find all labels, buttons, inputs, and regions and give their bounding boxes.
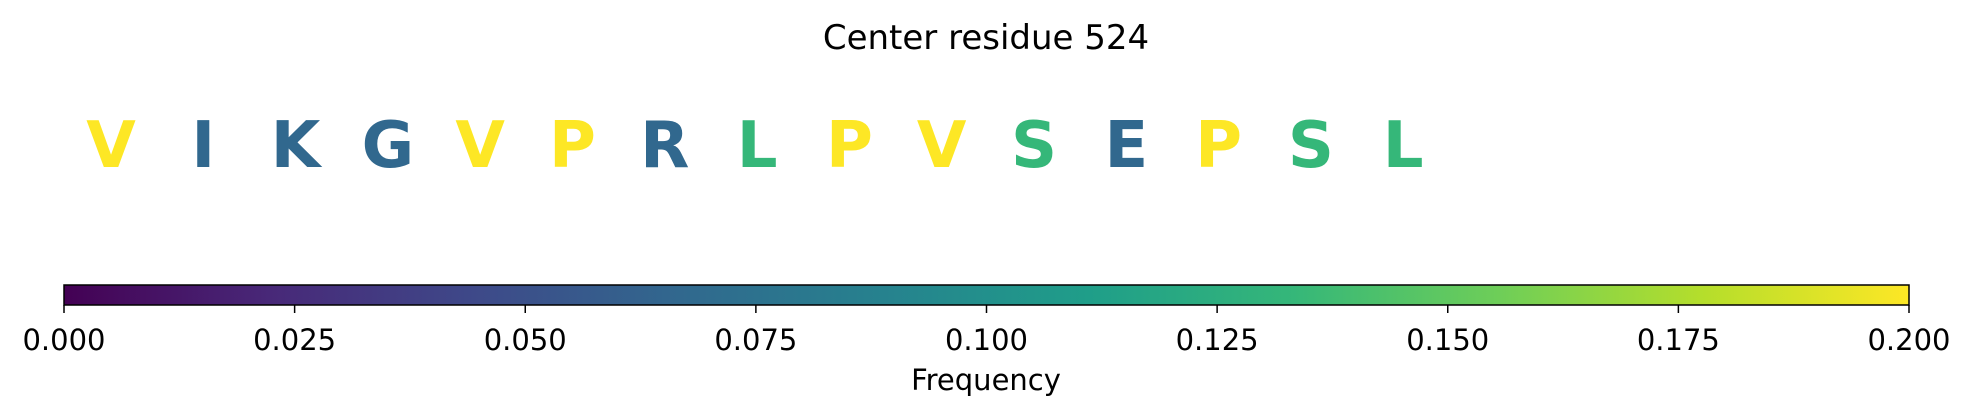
colorbar-tick-label: 0.125	[1176, 323, 1259, 357]
colorbar-tick-label: 0.200	[1867, 323, 1950, 357]
colorbar-tick-label: 0.150	[1406, 323, 1489, 357]
colorbar-label: Frequency	[911, 363, 1061, 397]
residue-p-13: P	[1195, 109, 1242, 183]
residue-p-9: P	[826, 109, 873, 183]
colorbar-tick-label: 0.175	[1637, 323, 1720, 357]
chart-title: Center residue 524	[823, 18, 1149, 58]
residue-i-2: I	[191, 109, 215, 183]
residue-v-1: V	[86, 109, 136, 183]
residue-p-6: P	[549, 109, 596, 183]
colorbar-tick-label: 0.075	[714, 323, 797, 357]
residue-g-4: G	[362, 109, 415, 183]
residue-s-11: S	[1011, 109, 1057, 183]
colorbar-gradient	[64, 285, 1909, 305]
residue-e-12: E	[1104, 109, 1148, 183]
residue-k-3: K	[271, 109, 323, 183]
residue-l-15: L	[1383, 109, 1424, 183]
colorbar-tick-label: 0.100	[945, 323, 1028, 357]
residue-r-7: R	[640, 109, 689, 183]
colorbar-tick-label: 0.025	[253, 323, 336, 357]
colorbar: 0.000 0.025 0.050 0.075 0.100 0.125 0.150 0.175…	[22, 284, 1951, 397]
residue-v-5: V	[455, 109, 505, 183]
residue-s-14: S	[1288, 109, 1334, 183]
colorbar-tick-label: 0.000	[22, 323, 105, 357]
residue-v-10: V	[917, 109, 967, 183]
residue-l-8: L	[737, 109, 778, 183]
colorbar-tick-label: 0.050	[484, 323, 567, 357]
colorbar-ticks: 0.000 0.025 0.050 0.075 0.100 0.125 0.150 0.175…	[22, 305, 1951, 357]
